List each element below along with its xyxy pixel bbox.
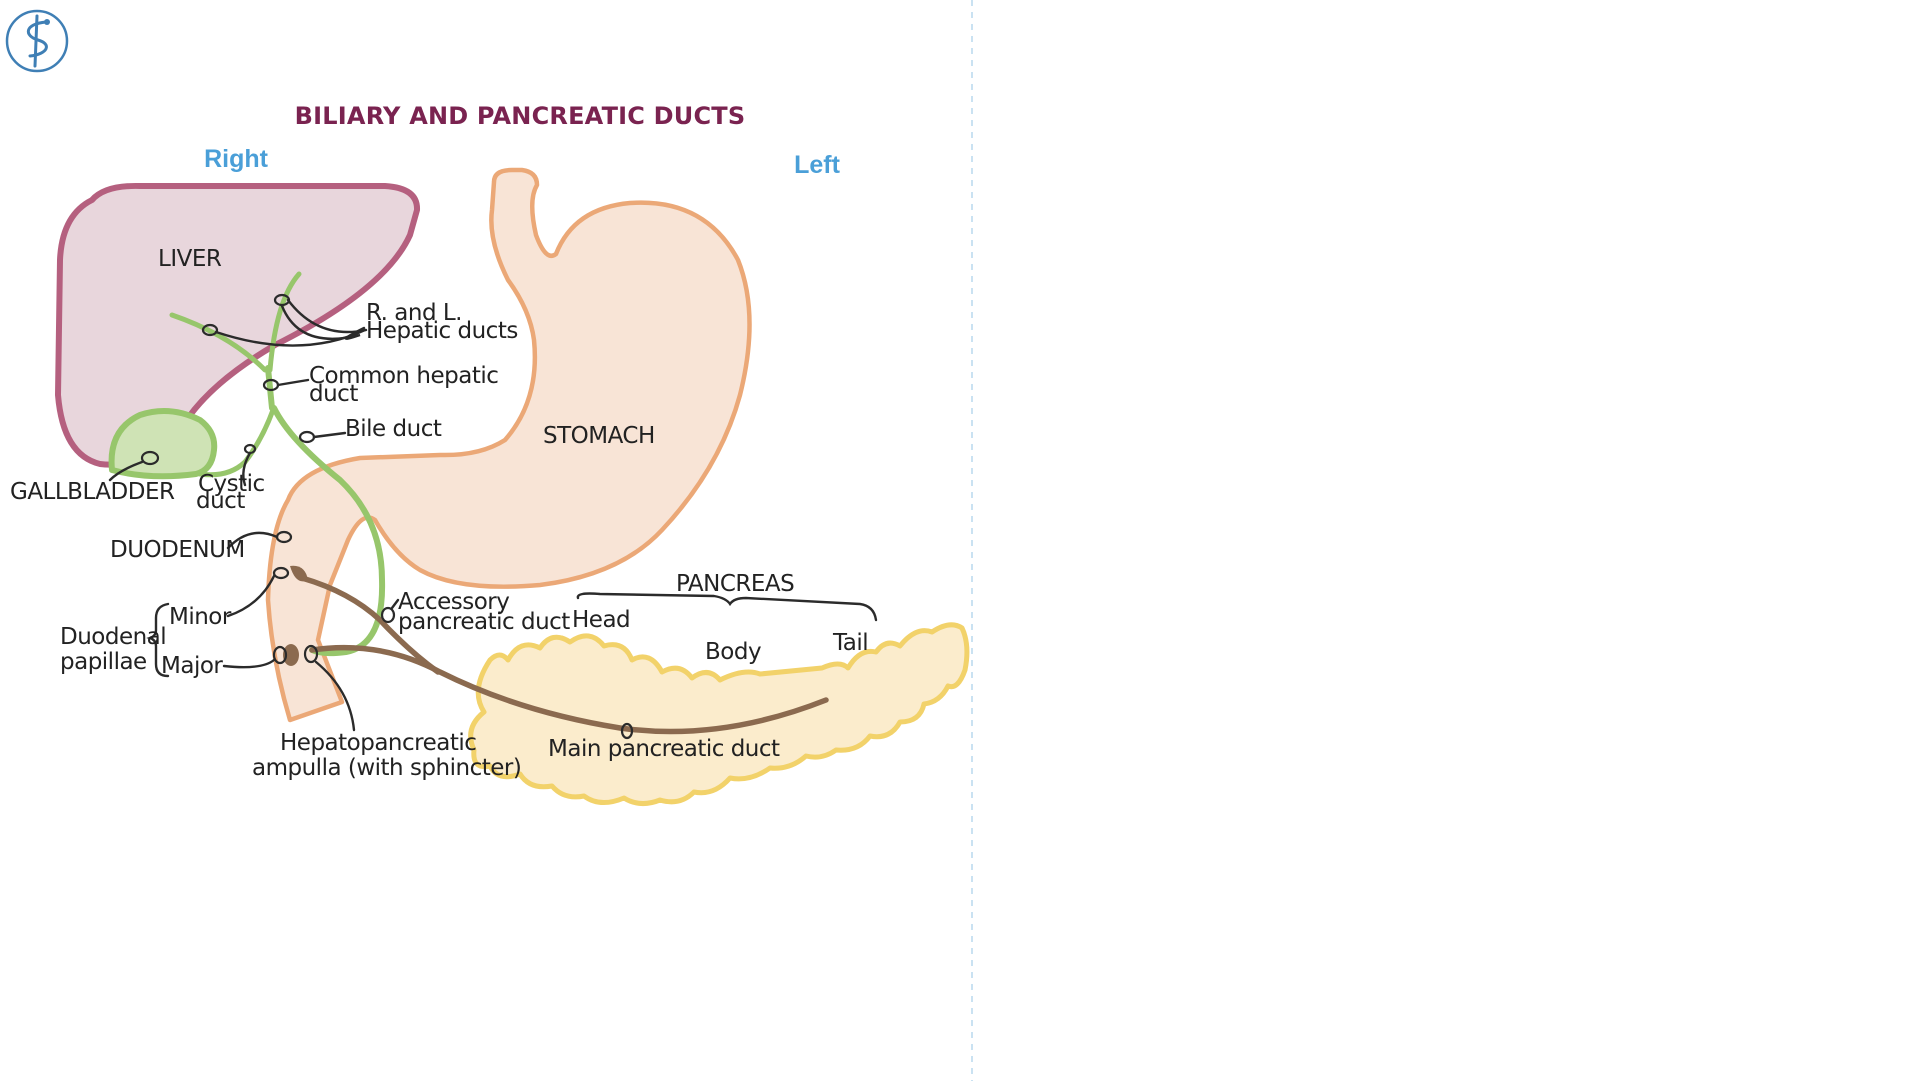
label-main-pancreatic-duct: Main pancreatic duct [548,736,780,762]
bile-duct [271,405,386,657]
label-minor-papilla: Minor [169,604,232,630]
leader-lines [108,298,400,732]
minor-papilla-mark [290,565,308,582]
label-pancreas-tail: Tail [832,630,868,656]
label-gallbladder: GALLBLADDER [10,479,175,505]
label-duodenal-line1: Duodenal [60,624,166,650]
label-cystic-line1: Cystic [198,471,265,497]
label-duodenum: DUODENUM [110,537,245,563]
label-pancreas-head: Head [572,607,630,633]
pancreas-bracket [576,592,878,622]
stomach-shape [265,167,752,723]
diagram-title: BILIARY AND PANCREATIC DUCTS [295,102,746,130]
label-pancreas-body: Body [705,639,761,665]
label-ampulla-line2: ampulla (with sphincter) [252,755,521,781]
accessory-pancreatic-duct [299,575,441,675]
gallbladder-shape [108,408,218,480]
label-stomach: STOMACH [543,423,655,449]
label-common-hepatic-line1: Common hepatic [309,363,498,389]
label-pancreas: PANCREAS [676,571,794,597]
orientation-left: Left [794,151,841,179]
caduceus-logo-icon [5,9,69,73]
main-pancreatic-duct [309,644,829,735]
major-papilla-mark [283,644,299,666]
orientation-right: Right [204,145,269,173]
label-common-hepatic-line2: duct [309,381,358,407]
label-duodenal-line2: papillae [60,649,147,675]
label-accessory-line1: Accessory [398,589,509,615]
label-liver: LIVER [158,246,222,272]
label-major-papilla: Major [161,653,223,679]
right-hepatic-duct [169,312,268,373]
label-cystic-line2: duct [196,488,245,514]
papillae-brace [146,602,170,678]
left-hepatic-duct [267,271,302,373]
label-hepatic-ducts-line2: Hepatic ducts [366,318,518,344]
common-hepatic-duct [265,365,275,411]
label-hepatic-ducts-line1: R. and L. [366,300,462,326]
label-bile-duct: Bile duct [345,416,442,442]
label-accessory-line2: pancreatic duct [398,609,570,635]
liver-shape [55,182,420,468]
pancreas-shape [468,622,970,806]
pancreatic-ducts [299,575,829,735]
label-ampulla-line1: Hepatopancreatic [280,730,476,756]
